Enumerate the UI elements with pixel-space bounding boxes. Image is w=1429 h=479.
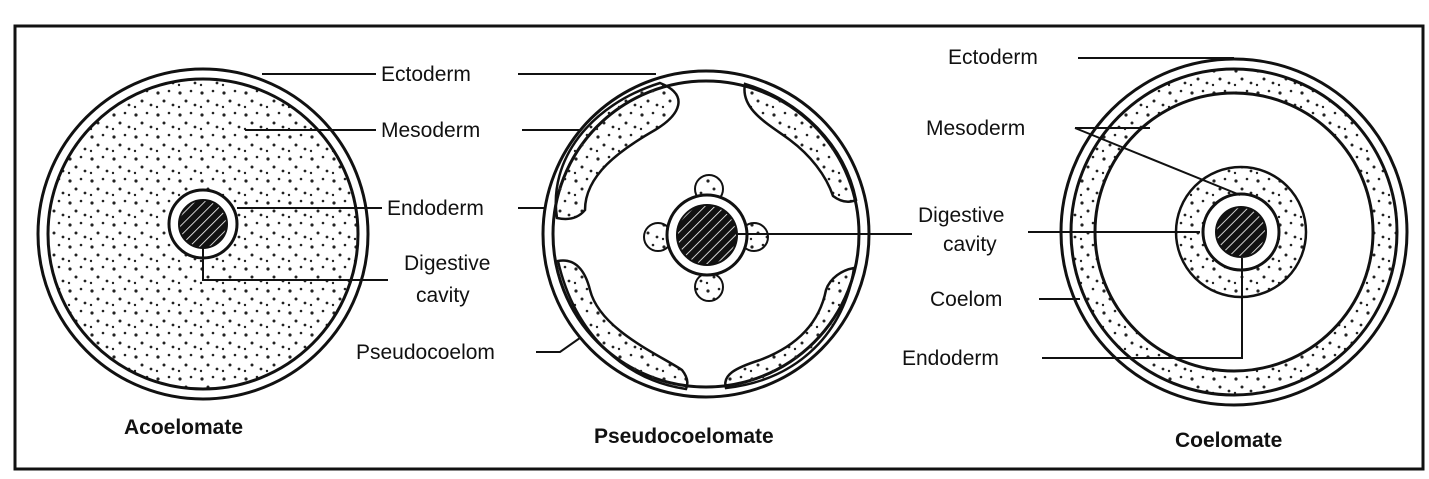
coelomate-digestive-label-line1: Digestive: [918, 204, 1004, 227]
acoelomate-ectoderm-label: Ectoderm: [381, 63, 471, 86]
coelomate-endoderm-label: Endoderm: [902, 347, 999, 370]
coelomate-ectoderm-label: Ectoderm: [948, 46, 1038, 69]
acoelomate-endoderm-label: Endoderm: [387, 197, 484, 220]
pseudocoelomate-digestive-cavity: [677, 205, 737, 265]
acoelomate-digestive-cavity: [179, 200, 227, 248]
acoelomate-digestive-label-line1: Digestive: [404, 252, 490, 275]
pseudocoelom-label: Pseudocoelom: [356, 341, 495, 364]
acoelomate-digestive-label-line2: cavity: [416, 284, 470, 307]
coelomate-coelom-label: Coelom: [930, 288, 1002, 311]
acoelomate-caption: Acoelomate: [124, 416, 243, 439]
coelomate-caption: Coelomate: [1175, 429, 1282, 452]
acoelomate-mesoderm-label: Mesoderm: [381, 119, 480, 142]
coelomate-panel: Ectoderm Mesoderm Digestive cavity Coelo…: [902, 46, 1407, 452]
coelomate-digestive-label-line2: cavity: [943, 233, 997, 256]
pseudocoelomate-gut-lobe-bottom: [695, 273, 723, 301]
pseudocoelomate-caption: Pseudocoelomate: [594, 425, 774, 448]
coelomate-digestive-cavity: [1216, 207, 1266, 257]
coelomate-mesoderm-label: Mesoderm: [926, 117, 1025, 140]
acoelomate-panel: Ectoderm Mesoderm Endoderm Digestive cav…: [38, 63, 490, 439]
